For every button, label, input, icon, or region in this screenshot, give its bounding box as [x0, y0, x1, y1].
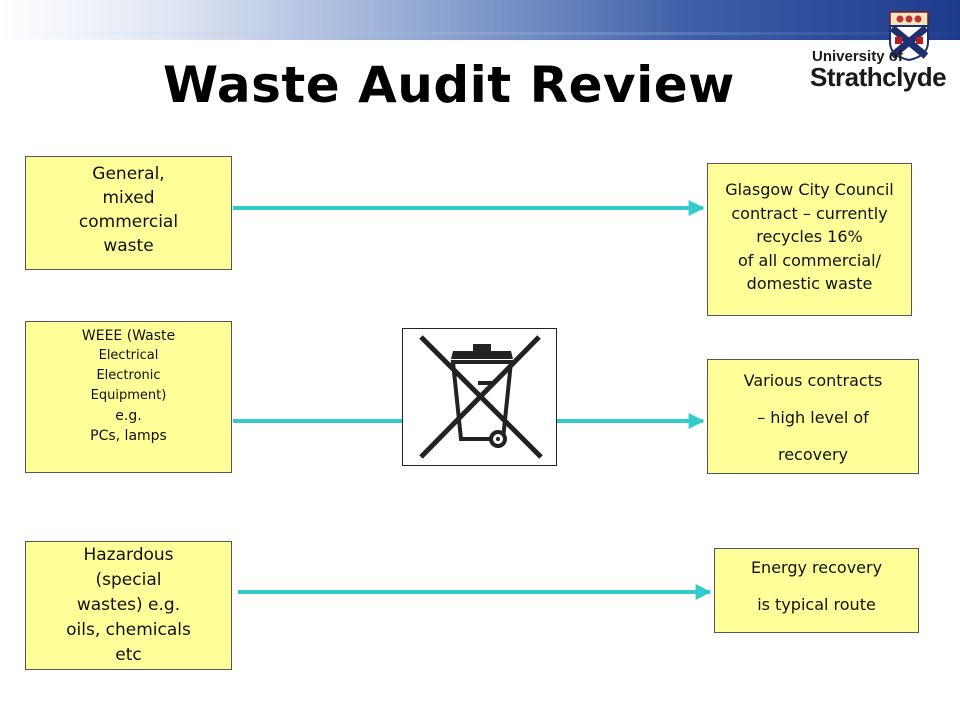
- slide-title: Waste Audit Review: [163, 56, 735, 114]
- box-line: of all commercial/: [738, 250, 881, 270]
- box-line: PCs, lamps: [90, 428, 167, 444]
- box-line: etc: [115, 645, 142, 665]
- hazardous-waste-box: Hazardous (special wastes) e.g. oils, ch…: [25, 541, 232, 670]
- university-logo: University of Strathclyde: [806, 8, 947, 94]
- header-accent-line: [0, 32, 960, 35]
- box-line: commercial: [78, 212, 179, 232]
- university-crest-icon: [889, 11, 929, 62]
- box-line: Energy recovery: [750, 558, 883, 577]
- box-line: Electrical: [98, 348, 159, 363]
- box-line: recycles 16%: [756, 227, 863, 246]
- box-line: oils, chemicals: [66, 620, 191, 640]
- box-line: mixed: [102, 188, 155, 208]
- logo-text-strathclyde: Strathclyde: [810, 62, 947, 92]
- box-line: Various contracts: [743, 371, 883, 390]
- box-line: – high level of: [757, 408, 869, 427]
- glasgow-council-box: Glasgow City Council contract – currentl…: [707, 163, 912, 316]
- box-line: wastes) e.g.: [76, 595, 181, 615]
- logo-text-university-of: University of: [812, 48, 903, 65]
- box-line: is typical route: [757, 595, 876, 614]
- box-line: Hazardous: [83, 545, 174, 565]
- box-line: e.g.: [115, 408, 142, 424]
- box-line: Glasgow City Council: [725, 180, 894, 199]
- box-line: Equipment): [90, 388, 167, 403]
- energy-recovery-box: Energy recovery is typical route: [714, 548, 919, 633]
- box-line: waste: [103, 236, 154, 256]
- weee-symbol-box: [402, 328, 557, 466]
- box-line: WEEE (Waste: [81, 328, 176, 344]
- box-line: General,: [92, 164, 165, 184]
- weee-box: WEEE (Waste Electrical Electronic Equipm…: [25, 321, 232, 473]
- box-line: Electronic: [96, 368, 161, 383]
- various-contracts-box: Various contracts – high level of recove…: [707, 359, 919, 474]
- box-line: domestic waste: [746, 274, 873, 293]
- box-line: contract – currently: [731, 203, 888, 223]
- general-waste-box: General, mixed commercial waste: [25, 156, 232, 270]
- crossed-out-wheelie-bin-icon: [419, 335, 543, 459]
- box-line: (special: [95, 570, 162, 590]
- box-line: recovery: [777, 445, 848, 464]
